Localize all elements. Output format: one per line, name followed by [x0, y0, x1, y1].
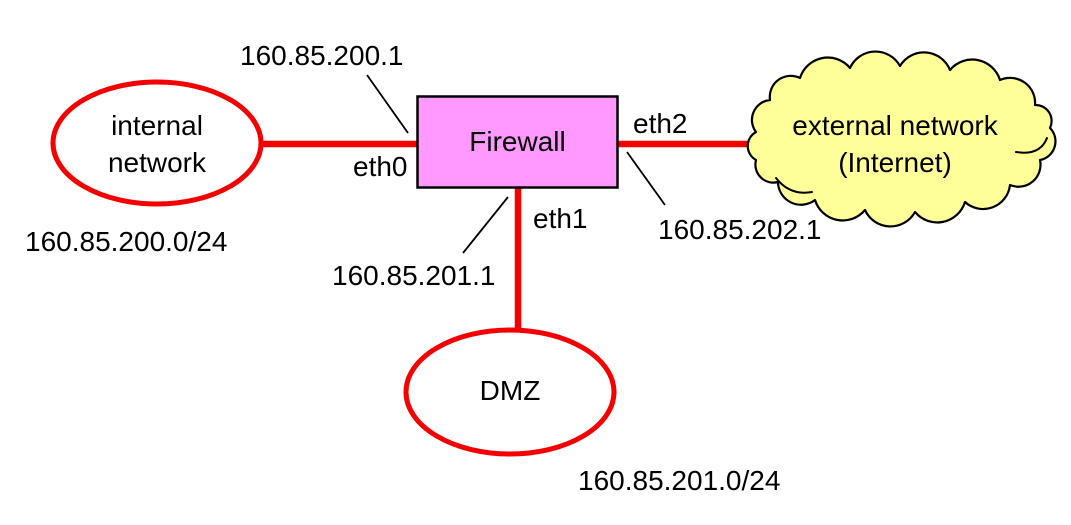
- dmz-ellipse: [403, 327, 617, 457]
- internal-network-label-line1: internal: [111, 110, 203, 141]
- subnet-label-internal: 160.85.200.0/24: [25, 226, 228, 257]
- cloud-swirl-bottom-left: [775, 177, 813, 194]
- ip-label-eth2: 160.85.202.1: [658, 214, 822, 245]
- interface-label-eth0: eth0: [353, 151, 408, 182]
- pointer-line-ip-eth2: [626, 151, 666, 206]
- internal-network-label-line2: network: [107, 147, 207, 178]
- dmz-label: DMZ: [479, 375, 541, 406]
- subnet-label-dmz: 160.85.201.0/24: [578, 465, 781, 496]
- external-network-label: external network (Internet): [775, 107, 1015, 181]
- pointer-line-ip-eth1: [462, 196, 509, 254]
- internal-network-ellipse: [50, 79, 264, 207]
- interface-label-eth2: eth2: [633, 108, 688, 139]
- firewall-label-box: Firewall: [417, 96, 618, 188]
- external-network-label-line2: (Internet): [838, 147, 952, 178]
- ip-label-eth1: 160.85.201.1: [332, 260, 496, 291]
- internal-network-label: internal network: [57, 107, 257, 181]
- pointer-line-ip-eth0: [366, 74, 409, 134]
- ip-label-eth0: 160.85.200.1: [240, 40, 404, 71]
- firewall-box: [416, 95, 619, 189]
- cloud-icon: [746, 50, 1057, 228]
- firewall-label: Firewall: [469, 126, 566, 157]
- external-network-label-line1: external network: [792, 110, 998, 141]
- interface-label-eth1: eth1: [533, 203, 588, 234]
- cloud-swirl-right: [1015, 137, 1048, 154]
